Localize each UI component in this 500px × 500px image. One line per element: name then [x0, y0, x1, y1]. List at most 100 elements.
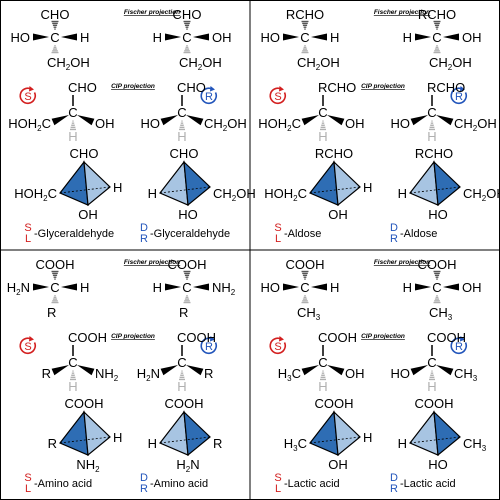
- fischer-hash-down: [433, 45, 441, 54]
- name-dash: -: [34, 228, 38, 240]
- cip-hash-down: [70, 120, 76, 131]
- fischer-top-group: RCHO: [418, 7, 456, 22]
- fischer-bottom-group-tail: OH: [70, 55, 90, 70]
- tetra-left-group-main: HOH: [14, 186, 43, 201]
- name-label: Amino acid: [154, 478, 208, 490]
- rotation-s: S: [19, 336, 36, 355]
- fischer-hash-down: [183, 295, 191, 304]
- fischer-bottom-group: CH2OH: [47, 55, 90, 72]
- cip-right-group-main: CH: [204, 116, 223, 131]
- cip-top-group: COOH: [177, 330, 216, 345]
- fischer-hash-down: [51, 295, 59, 304]
- compound-name-right: DR-Amino acid: [140, 472, 208, 495]
- fischer-wedge-right: [311, 283, 327, 291]
- cip-wedge-left: [51, 365, 69, 376]
- rotation-r-letter: R: [205, 341, 213, 353]
- tetra-face-right: [333, 410, 361, 457]
- fischer-wedge-left: [415, 283, 431, 291]
- tetra-face-right: [433, 160, 461, 207]
- tetra-bottom-group: H2N: [176, 457, 199, 474]
- cip-left-group-main: H: [278, 366, 287, 381]
- fischer-hash-up: [183, 20, 191, 30]
- tetra-right-group-main: CH: [463, 186, 482, 201]
- cip-right-group-main: CH: [454, 366, 473, 381]
- config-letter-r: R: [390, 233, 398, 245]
- fischer-bottom-group-main: R: [179, 305, 188, 320]
- cip-top-group: CHO: [177, 80, 206, 95]
- cip-left-group: H2N: [137, 366, 160, 383]
- cip-left-group: HO: [391, 366, 411, 381]
- cip-top-group: RCHO: [427, 80, 465, 95]
- cip-left-group-subscript: 2: [37, 124, 42, 133]
- fischer-bottom-group-tail: OH: [320, 55, 340, 70]
- tetra-bottom-group: OH: [328, 207, 348, 222]
- fischer-bottom-group-main: CH: [179, 55, 198, 70]
- compound-name-text: -Amino acid: [34, 478, 92, 490]
- fischer-bottom-group: CH3: [297, 305, 321, 322]
- cip-carbon: C: [318, 105, 327, 120]
- fischer-wedge-left: [283, 283, 299, 291]
- tetra-top-group: CHO: [170, 146, 199, 161]
- fischer-projection-title: Fischer projection: [124, 259, 180, 266]
- compound-name-text: -Aldose: [284, 228, 321, 240]
- cip-right-group-tail: OH: [227, 116, 247, 131]
- config-letter-l: L: [25, 483, 31, 495]
- fischer-bottom-group-subscript: 2: [66, 63, 71, 72]
- config-letter-d: D: [140, 472, 148, 484]
- fischer-wedge-left: [165, 283, 181, 291]
- fischer-top-group: COOH: [418, 257, 457, 272]
- cip-wedge-left: [301, 365, 319, 376]
- compound-name-right: DR-Glyceraldehyde: [140, 222, 230, 245]
- tetra-top-group: COOH: [315, 396, 354, 411]
- cip-carbon: C: [68, 355, 77, 370]
- tetra-bottom-group: NH2: [76, 457, 100, 474]
- fischer-wedge-right: [443, 33, 459, 41]
- fischer-carbon: C: [300, 280, 309, 295]
- tetra-left-group-subscript: 2: [293, 194, 298, 203]
- cip-bottom-group: H: [177, 129, 186, 144]
- fischer-carbon: C: [182, 30, 191, 45]
- config-letter-l: L: [275, 233, 281, 245]
- rotation-r: R: [200, 336, 217, 355]
- fischer-bottom-group-main: CH: [47, 55, 66, 70]
- cip-hash-down: [179, 120, 185, 131]
- tetra-right-group-main: R: [213, 436, 222, 451]
- cip-wedge-left: [160, 115, 178, 126]
- fischer-carbon: C: [50, 30, 59, 45]
- tetra-face-right: [333, 160, 361, 207]
- fischer-bottom-group-tail: OH: [452, 55, 472, 70]
- tetra-edge-back: [159, 186, 211, 194]
- tetra-right-group-subscript: 2: [482, 194, 487, 203]
- name-dash: -: [284, 228, 288, 240]
- tetra-bottom-group: OH: [78, 207, 98, 222]
- tetra-left-group: H: [148, 186, 157, 201]
- cip-projection-title: CIP projection: [111, 83, 155, 90]
- fischer-bottom-group-main: CH: [429, 55, 448, 70]
- tetra-top-group: CHO: [70, 146, 99, 161]
- cip-top-group: RCHO: [318, 80, 356, 95]
- tetra-bottom-group-main: NH: [76, 457, 95, 472]
- fischer-right-group: H: [330, 30, 339, 45]
- fischer-bottom-group-main: R: [47, 305, 56, 320]
- name-dash: -: [400, 228, 404, 240]
- fischer-hash-down: [183, 45, 191, 54]
- tetra-top-group: COOH: [165, 396, 204, 411]
- config-letter-r: R: [390, 483, 398, 495]
- cip-left-group: HOH2C: [258, 116, 301, 133]
- cip-left-group: HOH2C: [8, 116, 51, 133]
- fischer-left-group: H: [403, 30, 412, 45]
- cip-wedge-right: [186, 115, 204, 126]
- tetra-top-group: RCHO: [415, 146, 453, 161]
- fischer-right-group-main: NH: [212, 280, 231, 295]
- cip-hash-down: [70, 370, 76, 381]
- fischer-bottom-group-subscript: 3: [448, 313, 453, 322]
- cip-wedge-left: [160, 365, 178, 376]
